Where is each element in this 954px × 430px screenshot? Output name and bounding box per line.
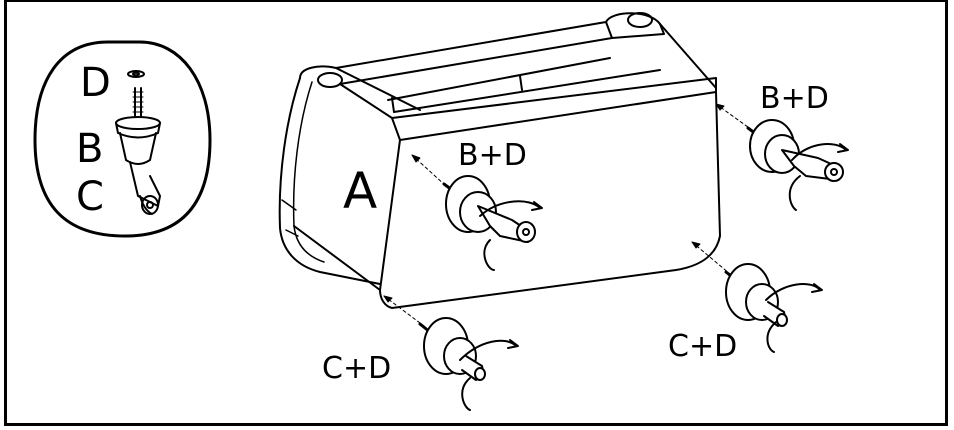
inset-outline (33, 40, 212, 238)
leg-caster-front-top (411, 154, 543, 271)
leg-back-bottom (691, 241, 823, 353)
leg-stem-icon (115, 87, 161, 165)
callout-back-top: B+D (760, 81, 829, 116)
body-label-a: A (343, 162, 377, 220)
parts-inset (33, 40, 212, 238)
leg-caster-back-top (715, 103, 849, 211)
leg-front-bottom (383, 295, 519, 411)
inset-label-b: B (76, 126, 103, 172)
callout-front-top: B+D (458, 138, 527, 173)
callout-front-bottom: C+D (322, 351, 391, 386)
caster-wheel-icon (129, 161, 161, 215)
seat-body (278, 12, 721, 309)
inset-label-c: C (76, 174, 104, 220)
inset-label-d: D (80, 60, 111, 106)
callout-back-bottom: C+D (668, 329, 737, 364)
washer-icon (127, 70, 145, 78)
